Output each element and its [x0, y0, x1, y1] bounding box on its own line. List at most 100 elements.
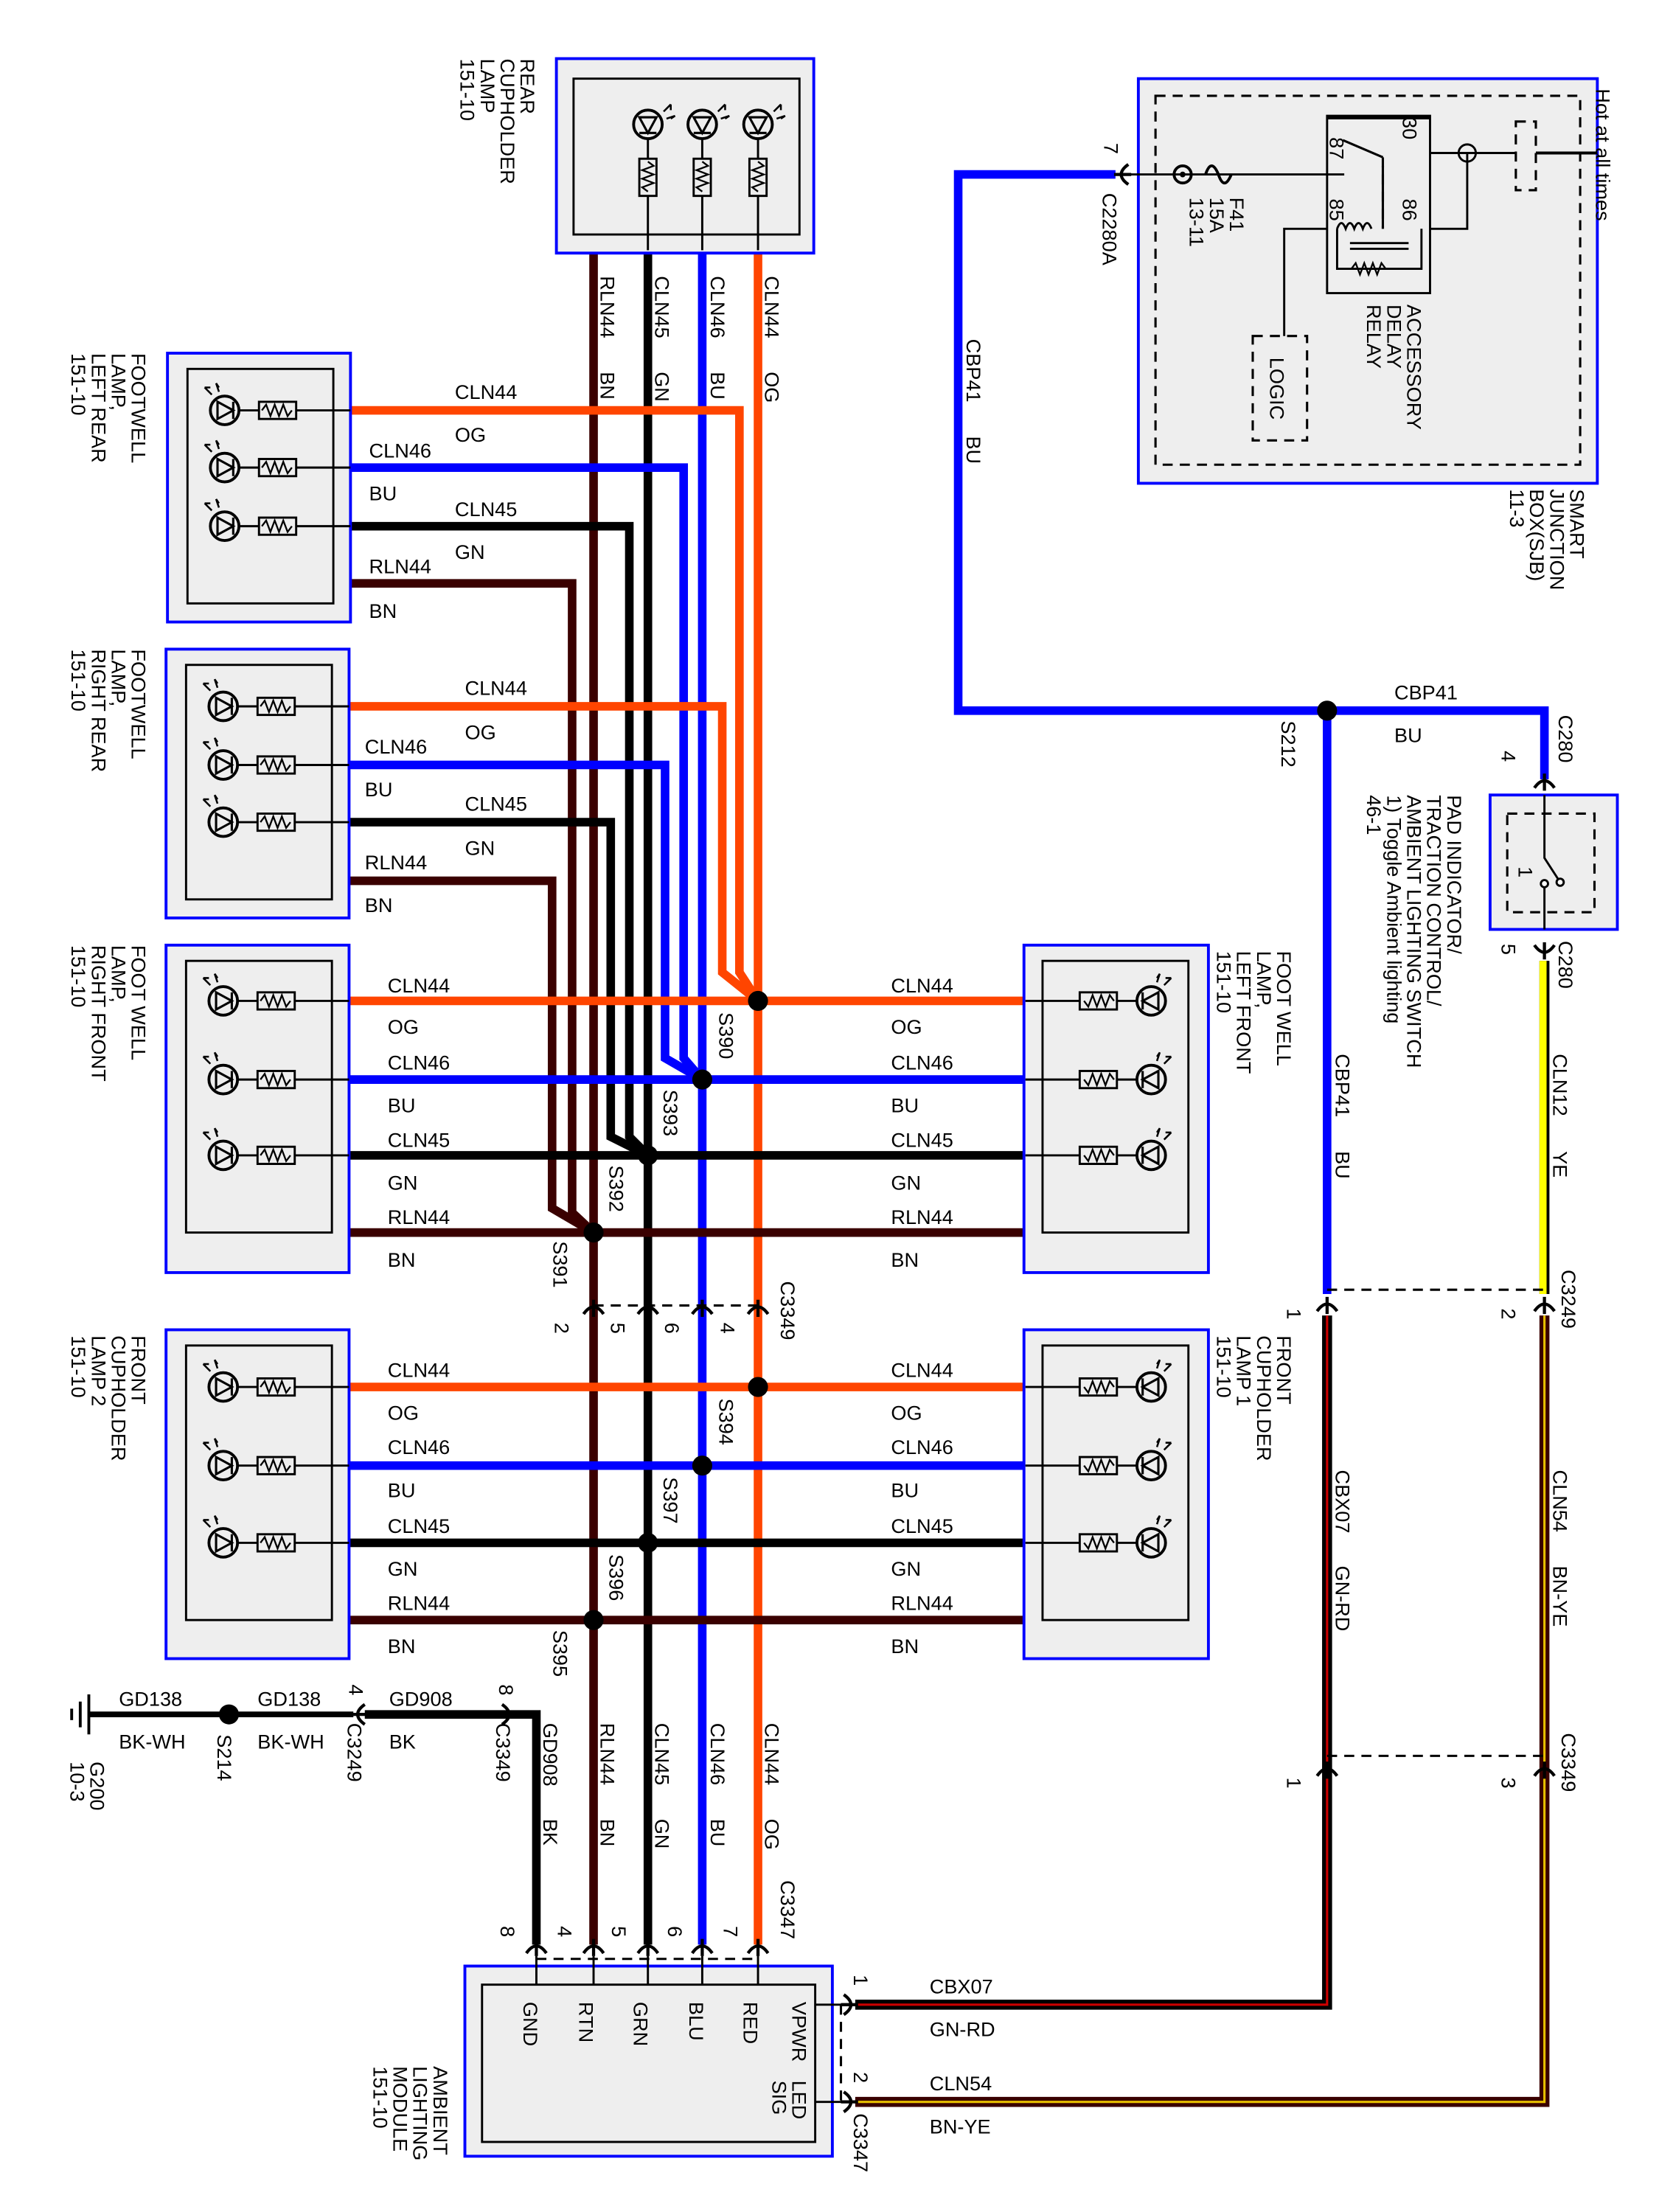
wire-code: GD138 [119, 1688, 182, 1711]
wire-code: CBP41 [962, 339, 985, 403]
wire-code: RLN44 [597, 1723, 619, 1785]
wire-color: BK [389, 1731, 416, 1753]
splice-label: S390 [715, 1012, 738, 1059]
fuse-label: F4115A13-11 [1186, 198, 1248, 247]
connector-c3249-label: C3249 [1557, 1270, 1580, 1329]
fuse-terminal-icon [1172, 164, 1193, 185]
wire-color: BU [369, 482, 397, 505]
wire-code: GD908 [539, 1723, 562, 1787]
wire-code: CBX07 [1331, 1470, 1354, 1534]
switch-label: PAD INDICATOR/TRACTION CONTROL/AMBIENT L… [1363, 795, 1466, 1068]
wire-gd908 [364, 1710, 541, 1945]
pin-label: 3 [1497, 1777, 1520, 1788]
wire-code: CLN46 [388, 1436, 450, 1458]
wire-color: GN [650, 372, 673, 402]
pin-label: 2 [1497, 1308, 1520, 1319]
wire-color: OG [388, 1402, 419, 1425]
splice-label: S212 [1277, 720, 1300, 767]
splice-label: S395 [549, 1630, 572, 1677]
wire-color: BU [388, 1094, 416, 1117]
splice-label: S214 [213, 1734, 236, 1781]
wire-color: BN-YE [930, 2115, 991, 2138]
splice-label: S397 [659, 1477, 682, 1523]
foot-well-right-front-label: FOOT WELLLAMP,RIGHT FRONT151-10 [67, 945, 150, 1082]
wires [88, 170, 1550, 2107]
smart-junction-box [1115, 77, 1599, 485]
wire-color: BK [539, 1819, 562, 1846]
ambient-module-label: AMBIENTLIGHTINGMODULE151-10 [369, 2066, 451, 2160]
wire-code: CLN54 [930, 2072, 992, 2095]
wire-color: GN [650, 1819, 673, 1849]
splice-s391 [583, 1222, 604, 1243]
wire-color: BU [891, 1478, 919, 1501]
wire-color: BU [706, 1819, 729, 1847]
splice-s393 [692, 1069, 712, 1090]
wire-color: GN [388, 1171, 418, 1194]
relay-pin-30: 30 [1399, 117, 1422, 139]
wire-code: CLN44 [761, 1723, 784, 1785]
pin-label: 2 [849, 2072, 872, 2083]
pin-label: 4 [1497, 751, 1520, 762]
wire-color: OG [761, 372, 784, 403]
splice-s390 [748, 990, 768, 1012]
module-pin-led-sig: LEDSIG [768, 2081, 810, 2120]
pin-label: 2 [551, 1323, 574, 1334]
wire-color: BU [365, 778, 393, 801]
relay-pin-86: 86 [1399, 199, 1422, 221]
module-pin-grn: GRN [629, 2002, 652, 2046]
ambient-lighting-module [463, 1955, 844, 2158]
wire-color: BN [597, 372, 619, 400]
rear-cupholder-label: REARCUPHOLDERLAMP151-10 [456, 59, 539, 184]
wire-color: OG [465, 721, 495, 744]
footwell-lamp-right-rear [164, 647, 351, 919]
pin-label: 8 [495, 1684, 518, 1695]
ambient-lighting-switch [1488, 793, 1619, 931]
module-pin-vpwr: VPWR [788, 2002, 811, 2062]
wire-code: CLN46 [891, 1051, 953, 1074]
wire-code: CLN44 [761, 276, 784, 338]
connector-c3347-right-label: C3347 [849, 2113, 872, 2172]
module-pin-red: RED [740, 2002, 762, 2044]
wire-frr-bn [349, 876, 596, 1237]
wire-code: CLN44 [388, 1358, 450, 1381]
wire-code: CLN44 [891, 1358, 953, 1381]
splice-label: S393 [659, 1090, 682, 1136]
wire-code: CLN45 [891, 1128, 953, 1151]
wire-code: CLN45 [388, 1514, 450, 1537]
wire-code: RLN44 [365, 851, 427, 874]
wire-code: CLN46 [706, 276, 729, 338]
module-pin-gnd: GND [519, 2002, 542, 2046]
connector-c280-label: C280 [1554, 941, 1577, 989]
wire-color: OG [455, 423, 486, 446]
fuse-icon [1204, 164, 1233, 185]
wire-color: GN-RD [1331, 1565, 1354, 1631]
wire-code: RLN44 [388, 1206, 450, 1228]
pin-label: 4 [717, 1323, 740, 1334]
wire-code: CLN46 [388, 1051, 450, 1074]
pin-label: 1 [1283, 1308, 1306, 1319]
connector-c3347-label: C3347 [776, 1880, 799, 1939]
wire-color: GN [388, 1557, 418, 1580]
wire-color: BK-WH [119, 1731, 185, 1753]
wire-color: BU [1331, 1151, 1354, 1179]
wire-code: CLN46 [891, 1436, 953, 1458]
wire-code: CLN45 [465, 793, 526, 815]
wire-code: RLN44 [369, 555, 431, 578]
sjb-label: SMARTJUNCTIONBOX(SJB)11-3 [1506, 489, 1588, 590]
wire-color: BN [597, 1819, 619, 1847]
wire-code: CLN46 [365, 735, 427, 758]
hot-at-all-times-label: Hot at all times [1591, 88, 1614, 220]
wire-code: CLN54 [1548, 1470, 1571, 1532]
splice-s395 [583, 1610, 604, 1630]
footwell-left-rear-label: FOOTWELLLAMP,LEFT REAR151-10 [67, 353, 150, 463]
connector-c3349-label: C3349 [492, 1723, 515, 1782]
wire-color: BU [706, 372, 729, 400]
switch-pin-label: 1 [1514, 866, 1537, 877]
pin-label: 1 [1283, 1777, 1306, 1788]
splice-s397 [692, 1455, 712, 1476]
wire-color: BN [891, 1635, 919, 1658]
splice-label: S396 [605, 1554, 627, 1601]
pin-label: 4 [554, 1926, 577, 1937]
connector-c3249-label: C3249 [343, 1723, 366, 1782]
